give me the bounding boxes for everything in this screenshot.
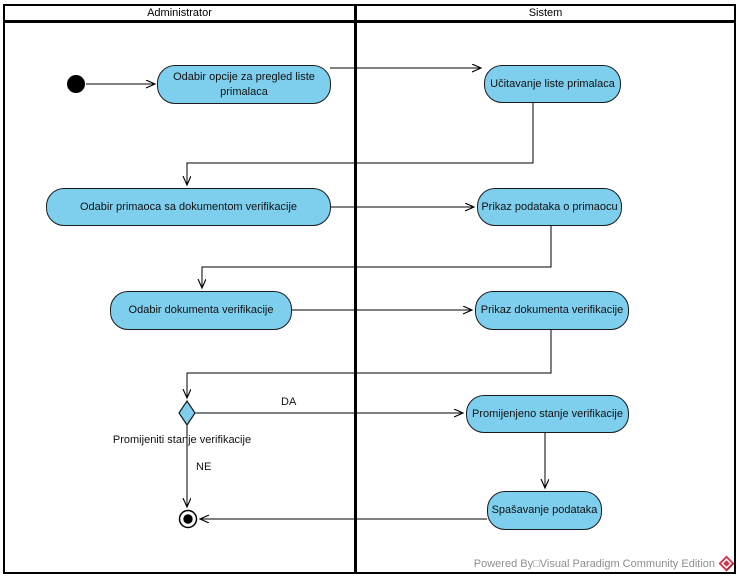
edge-show-document-to-decision [187, 330, 552, 398]
activity-label: Promijenjeno stanje verifikacije [471, 407, 623, 420]
initial-node[interactable] [67, 75, 85, 93]
activity-label: Odabir primaoca sa dokumentom verifikaci… [79, 200, 298, 213]
activity-load-recipient-list[interactable]: Učitavanje liste primalaca [484, 65, 621, 103]
lane-divider [354, 4, 357, 574]
lane-header-sistem[interactable]: Sistem [357, 5, 734, 20]
edge-show-data-to-select-document [202, 226, 552, 288]
final-node[interactable] [178, 509, 198, 529]
activity-label: Prikaz dokumenta verifikacije [480, 304, 624, 317]
lane-header-separator [3, 20, 736, 23]
guard-label-da: DA [281, 396, 297, 408]
powered-by-text: Powered By□Visual Paradigm Community Edi… [473, 557, 715, 570]
lane-label-administrator: Administrator [147, 6, 212, 19]
edge-load-list-to-select-recipient [187, 103, 534, 185]
lane-label-sistem: Sistem [528, 6, 563, 19]
activity-label: Odabir dokumenta verifikacije [128, 304, 274, 317]
activity-show-document[interactable]: Prikaz dokumenta verifikacije [475, 291, 629, 330]
activity-label: Prikaz podataka o primaocu [481, 200, 618, 213]
activity-select-list-option[interactable]: Odabir opcije za pregled liste primalaca [157, 65, 331, 104]
activity-label: Učitavanje liste primalaca [490, 77, 615, 90]
decision-question-label: Promijeniti stanje verifikacije [112, 434, 252, 446]
activity-select-document[interactable]: Odabir dokumenta verifikacije [110, 291, 292, 330]
decision-node[interactable] [178, 399, 196, 427]
activity-show-recipient-data[interactable]: Prikaz podataka o primaocu [477, 188, 622, 226]
powered-by-watermark: Powered By□Visual Paradigm Community Edi… [474, 555, 735, 572]
activity-changed-state[interactable]: Promijenjeno stanje verifikacije [466, 395, 629, 433]
activity-label: Odabir opcije za pregled liste primalaca [173, 71, 315, 98]
activity-save-data[interactable]: Spašavanje podataka [487, 491, 602, 530]
lane-header-administrator[interactable]: Administrator [5, 5, 354, 20]
visual-paradigm-logo-icon [718, 555, 735, 572]
activity-select-recipient[interactable]: Odabir primaoca sa dokumentom verifikaci… [46, 188, 331, 226]
guard-label-ne: NE [196, 461, 212, 473]
activity-label: Spašavanje podataka [491, 504, 598, 517]
